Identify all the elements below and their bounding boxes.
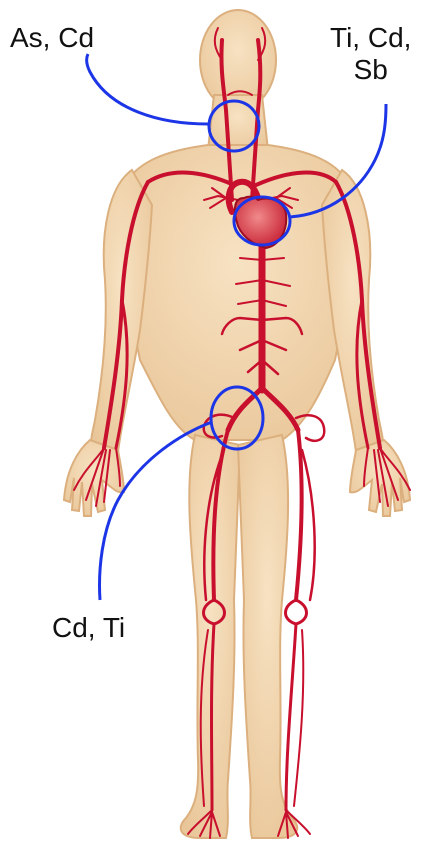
femoral-right bbox=[296, 430, 302, 600]
annotation-pelvis-elements: Cd, Ti bbox=[52, 612, 125, 644]
annotation-heart-elements: Ti, Cd, Sb bbox=[330, 22, 411, 86]
callout-line-neck bbox=[87, 54, 208, 124]
annotation-heart-line-1: Ti, Cd, bbox=[330, 22, 411, 54]
tibial-right bbox=[286, 624, 296, 810]
annotation-heart-line-2: Sb bbox=[330, 54, 411, 86]
knee-right bbox=[286, 600, 307, 624]
femoral-right-deep bbox=[302, 450, 315, 600]
fibular-right bbox=[294, 630, 303, 806]
right-leg bbox=[238, 435, 297, 838]
torso bbox=[119, 145, 355, 440]
annotation-neck-elements: As, Cd bbox=[10, 22, 94, 54]
right-hand bbox=[350, 440, 410, 516]
body-silhouette bbox=[64, 10, 410, 838]
